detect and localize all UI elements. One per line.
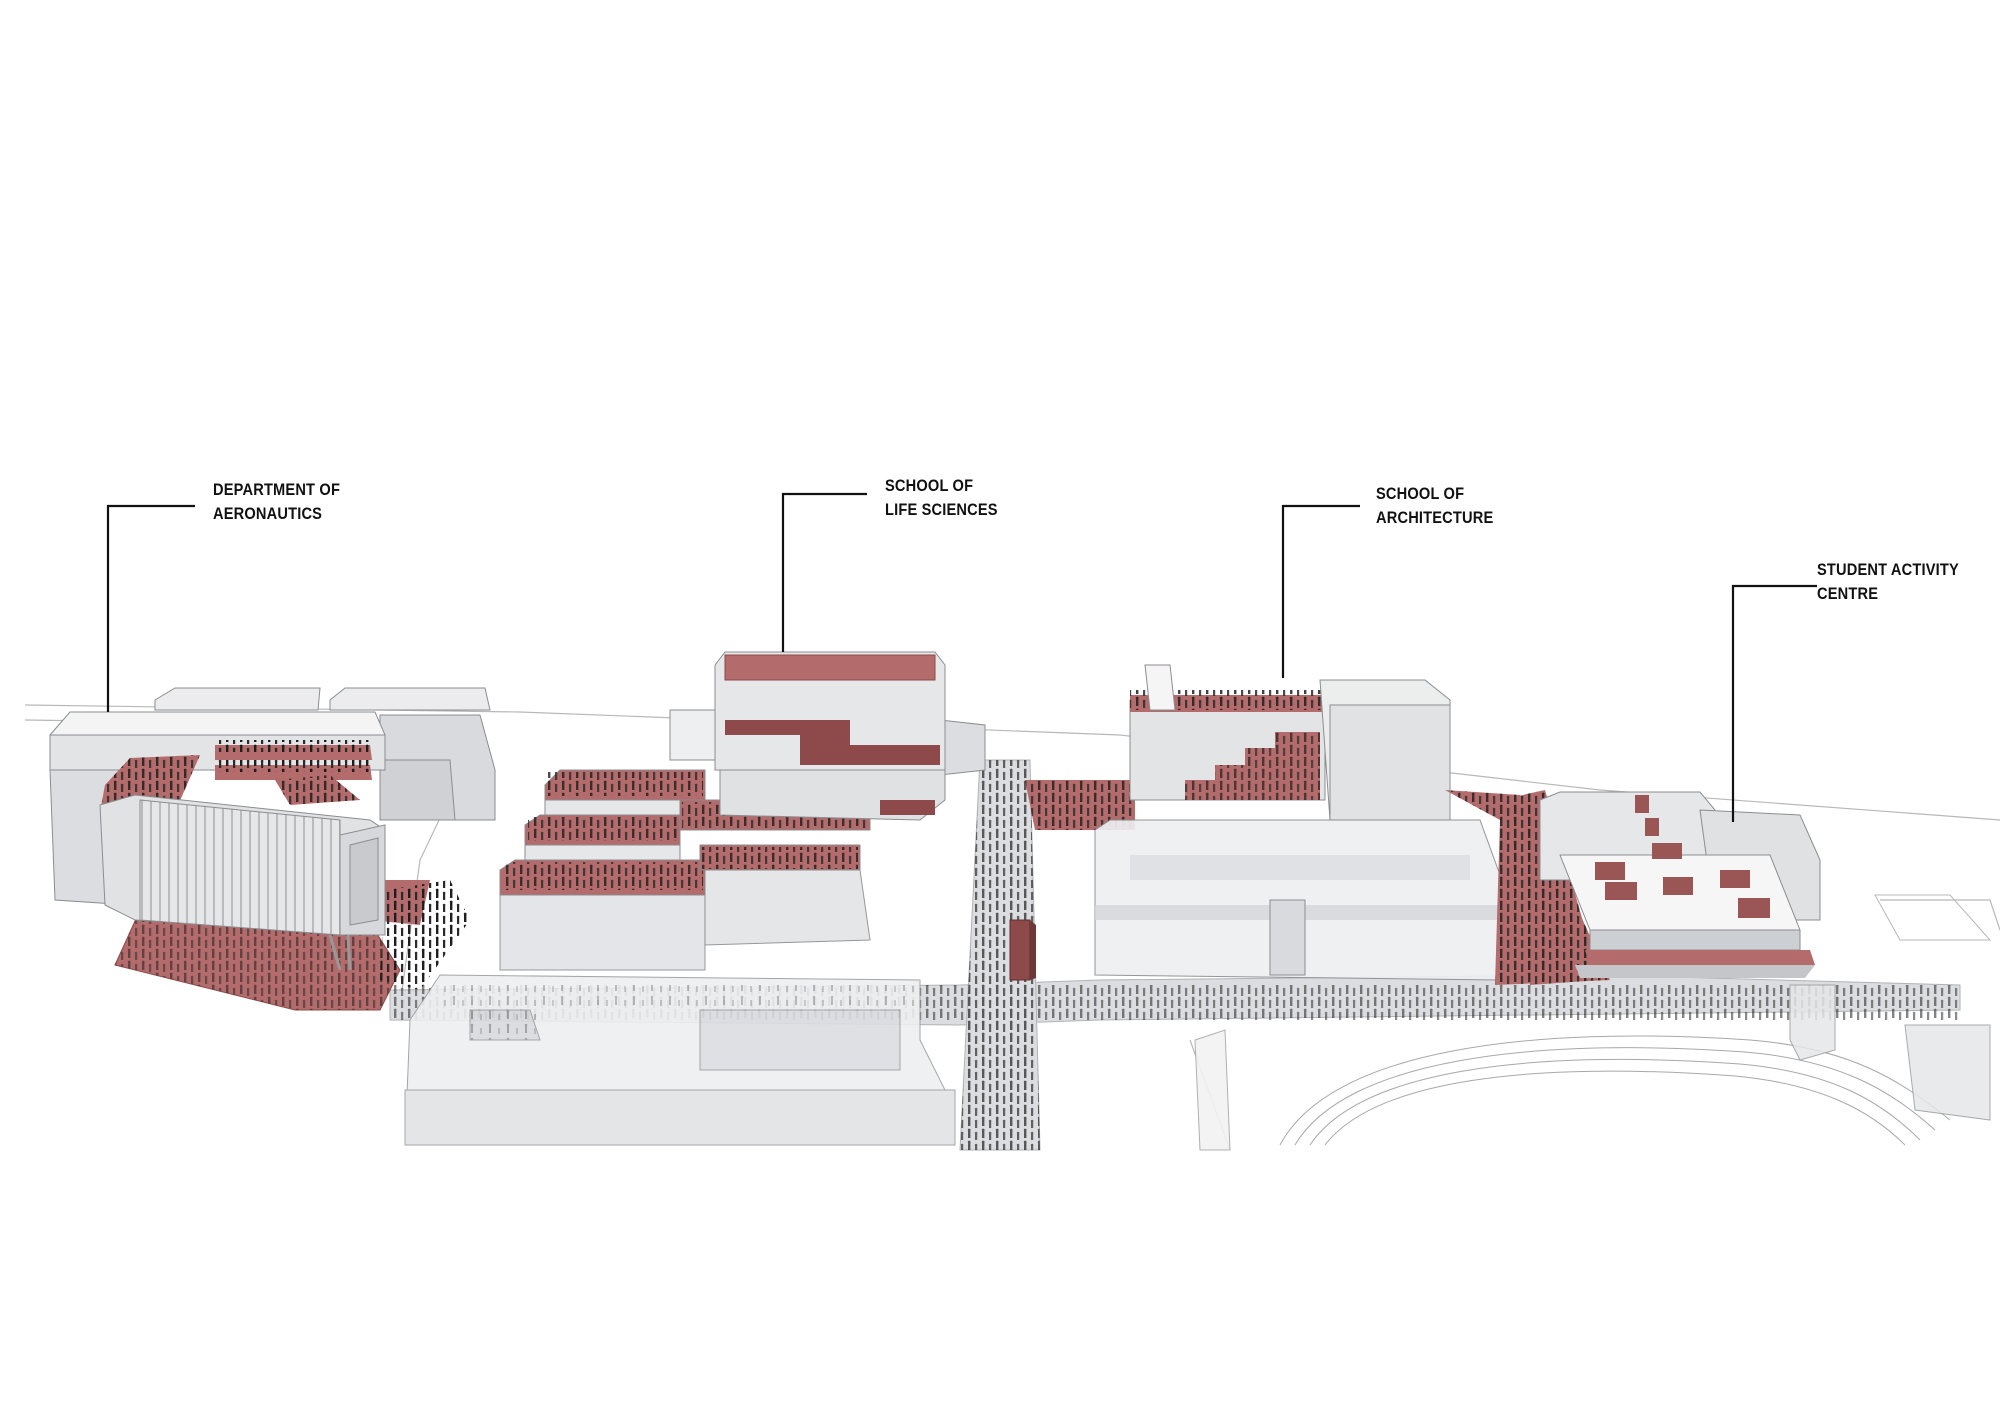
student-activity-building xyxy=(1500,790,1992,1121)
label-architecture-line2: ARCHITECTURE xyxy=(1376,508,1494,527)
central-plaza xyxy=(1009,780,1135,981)
label-student-activity-line1: STUDENT ACTIVITY xyxy=(1817,560,1959,579)
running-track xyxy=(1279,1035,1951,1146)
label-student-activity: STUDENT ACTIVITY CENTRE xyxy=(1817,558,1959,606)
leader-line-life-sciences xyxy=(781,492,867,652)
label-aeronautics-line2: AERONAUTICS xyxy=(213,504,323,523)
label-aeronautics-line1: DEPARTMENT OF xyxy=(213,480,341,499)
leader-lines xyxy=(106,492,1817,822)
leader-line-architecture xyxy=(1281,504,1360,678)
label-student-activity-line2: CENTRE xyxy=(1817,584,1879,603)
label-aeronautics: DEPARTMENT OF AERONAUTICS xyxy=(213,478,340,526)
leader-line-student-activity xyxy=(1731,584,1817,822)
label-life-sciences: SCHOOL OF LIFE SCIENCES xyxy=(885,474,998,522)
leader-line-aeronautics xyxy=(106,504,195,712)
label-life-sciences-line1: SCHOOL OF xyxy=(885,476,974,495)
aeronautics-building xyxy=(49,687,496,1011)
label-architecture: SCHOOL OF ARCHITECTURE xyxy=(1376,482,1493,530)
rooftop-pavilions xyxy=(1595,795,1770,918)
foreground-ghost-buildings xyxy=(404,974,1231,1151)
label-life-sciences-line2: LIFE SCIENCES xyxy=(885,500,998,519)
life-sciences-building xyxy=(499,651,986,971)
label-architecture-line1: SCHOOL OF xyxy=(1376,484,1465,503)
